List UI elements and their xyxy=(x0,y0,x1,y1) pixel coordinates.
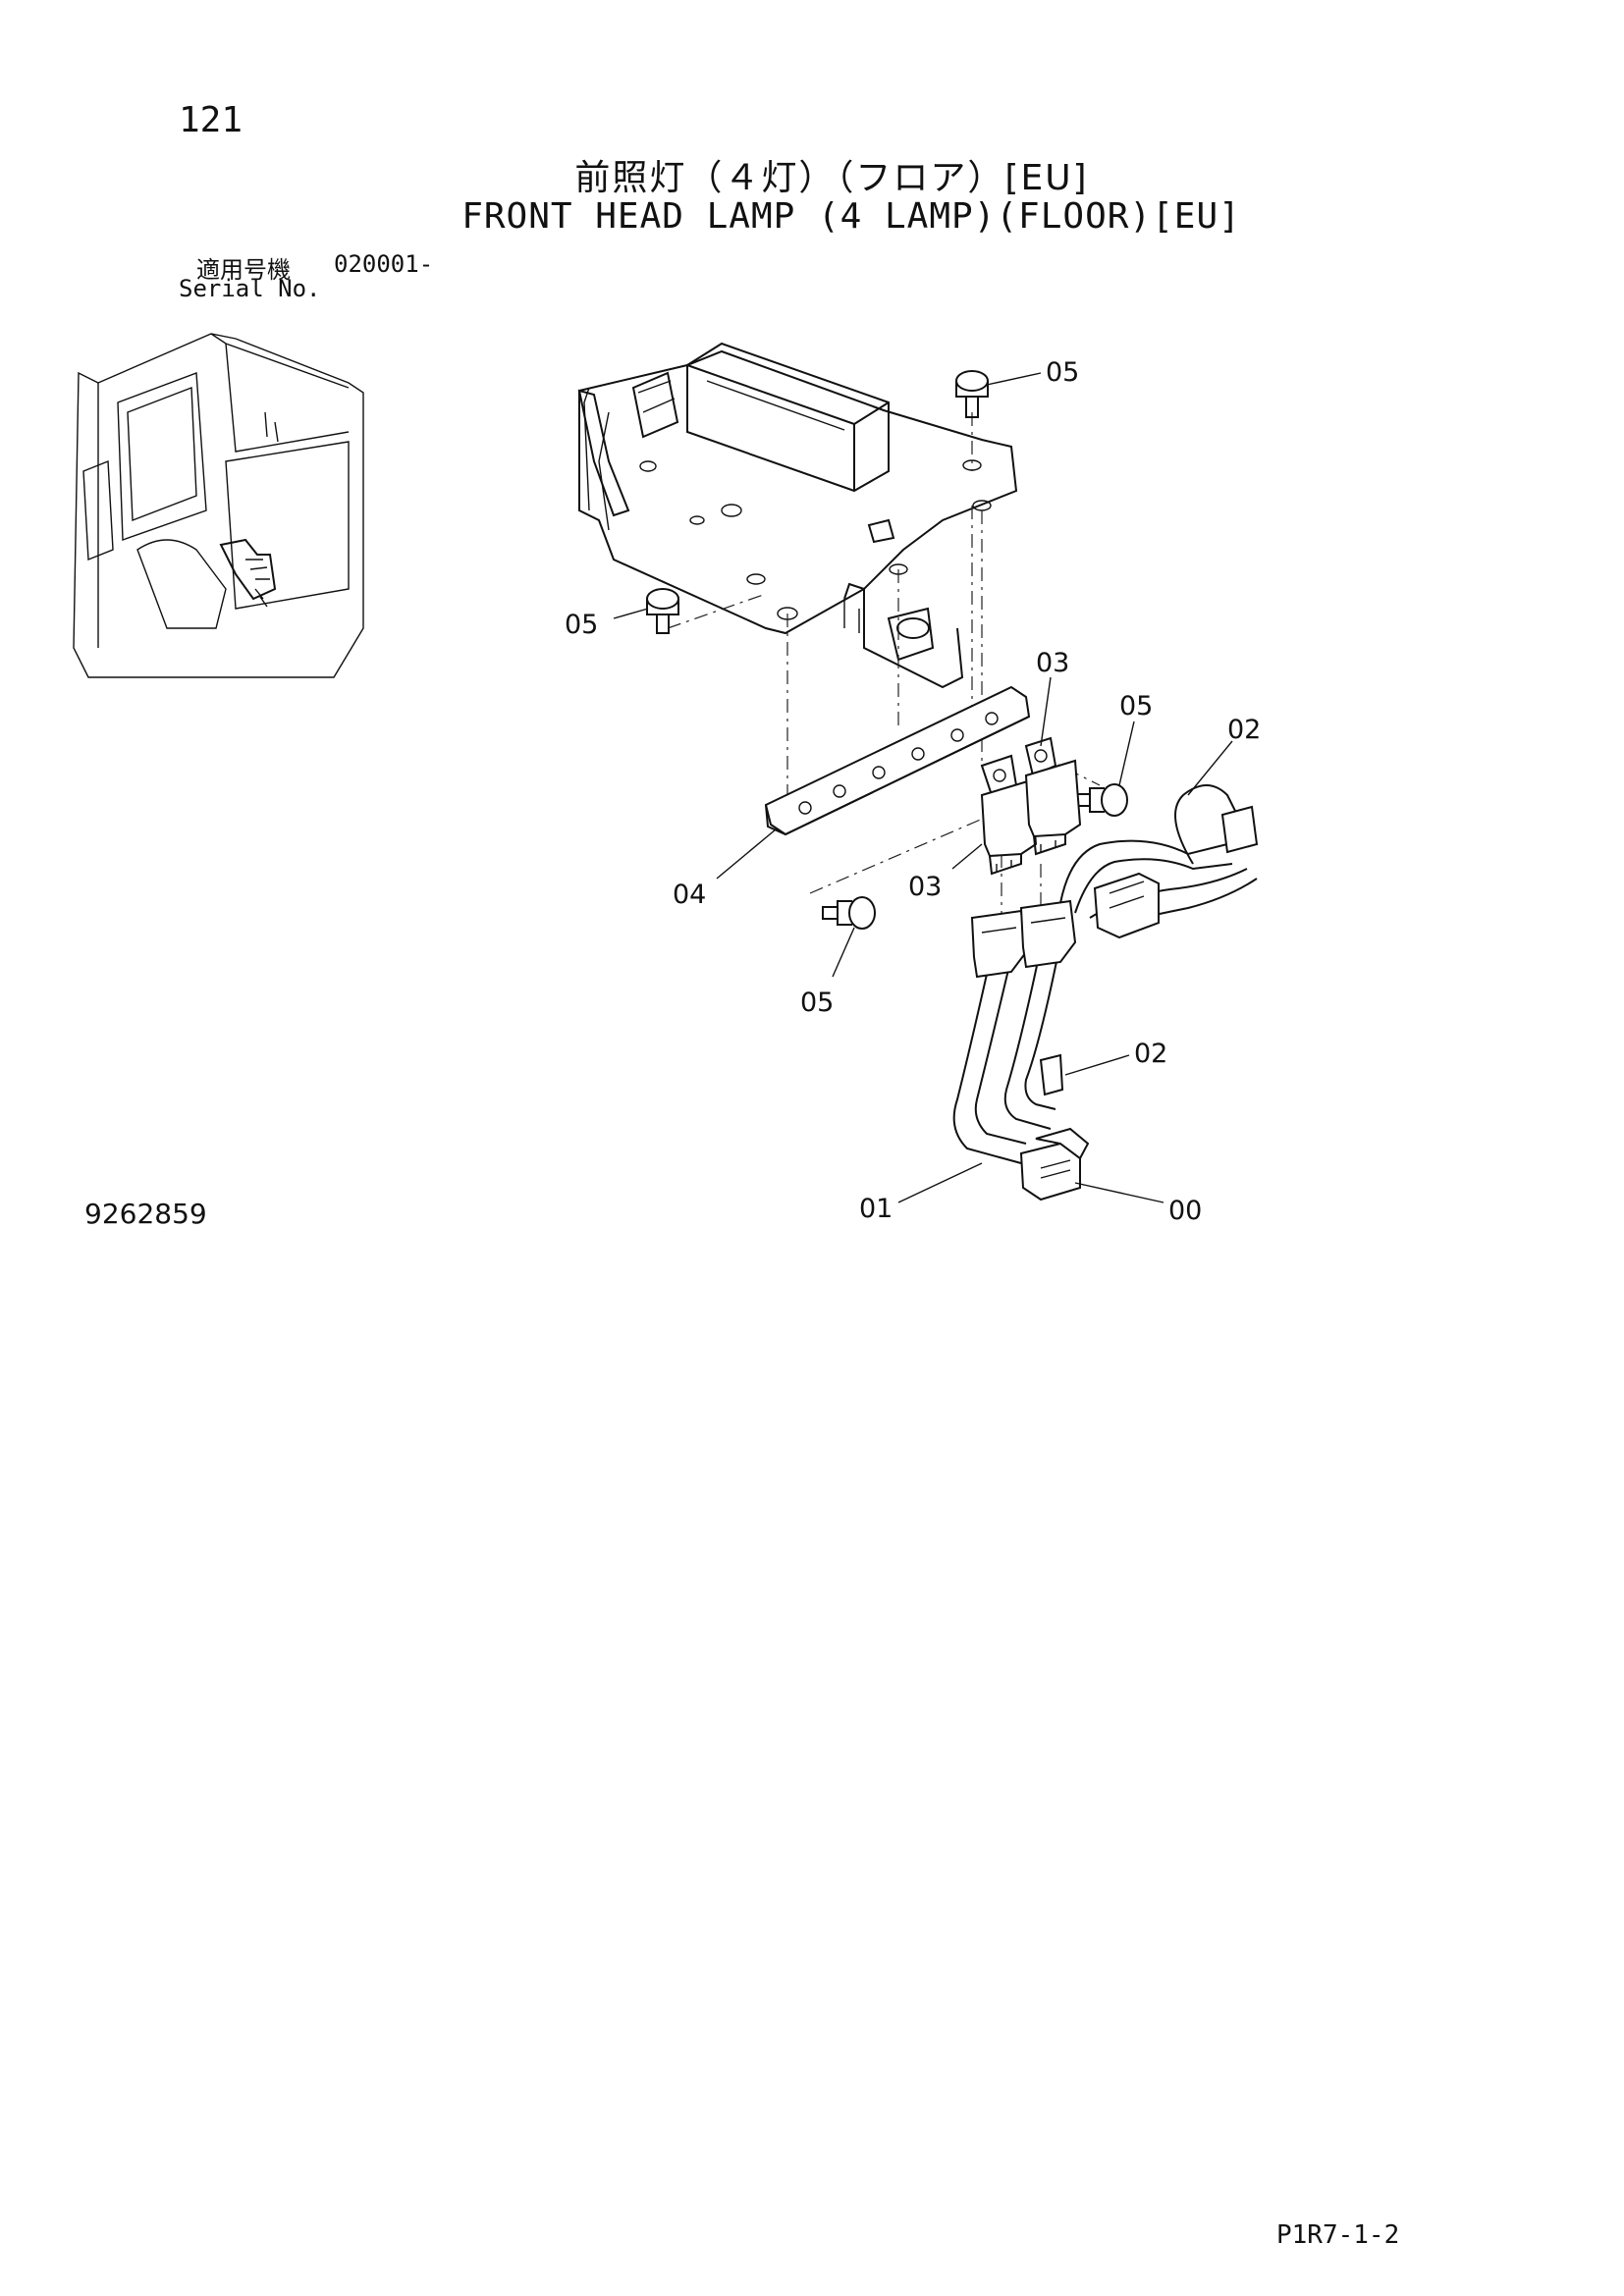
cab-overview-illustration xyxy=(73,333,364,678)
callout-02: 02 xyxy=(1134,1039,1167,1069)
callout-02: 02 xyxy=(1227,715,1261,745)
callout-04: 04 xyxy=(673,880,706,910)
assembly-centre-lines xyxy=(667,412,1101,933)
wire-harness-part-01 xyxy=(952,784,1259,1201)
callout-03: 03 xyxy=(908,872,942,902)
callout-01: 01 xyxy=(859,1194,893,1224)
callout-05: 05 xyxy=(1119,691,1153,721)
callout-leader-lines xyxy=(613,372,1233,1203)
serial-label-english: Serial No. xyxy=(179,275,321,302)
screw-part-05-left xyxy=(646,588,679,634)
page-code: P1R7-1-2 xyxy=(1276,2220,1400,2250)
title-japanese: 前照灯（４灯）（フロア）[EU] xyxy=(574,158,1089,198)
screw-part-05-right xyxy=(1074,783,1128,817)
relay-part-03-right xyxy=(1024,736,1082,856)
screw-part-05-bottom xyxy=(822,896,876,930)
mounting-plate-assembly xyxy=(577,342,1018,689)
callout-05: 05 xyxy=(1046,357,1079,388)
page-number: 121 xyxy=(179,100,244,140)
drawing-number: 9262859 xyxy=(84,1198,207,1230)
screw-part-05-top xyxy=(955,370,989,418)
relay-part-03-left xyxy=(980,754,1038,876)
callout-05: 05 xyxy=(800,988,834,1018)
callout-00: 00 xyxy=(1168,1196,1202,1226)
callout-05: 05 xyxy=(565,610,598,640)
bracket-bar-part-04 xyxy=(764,685,1031,836)
serial-value: 020001- xyxy=(334,250,434,278)
title-english: FRONT HEAD LAMP (4 LAMP)(FLOOR)[EU] xyxy=(461,196,1241,237)
callout-03: 03 xyxy=(1036,648,1069,678)
serial-label-japanese: 適用号機 xyxy=(196,256,291,284)
